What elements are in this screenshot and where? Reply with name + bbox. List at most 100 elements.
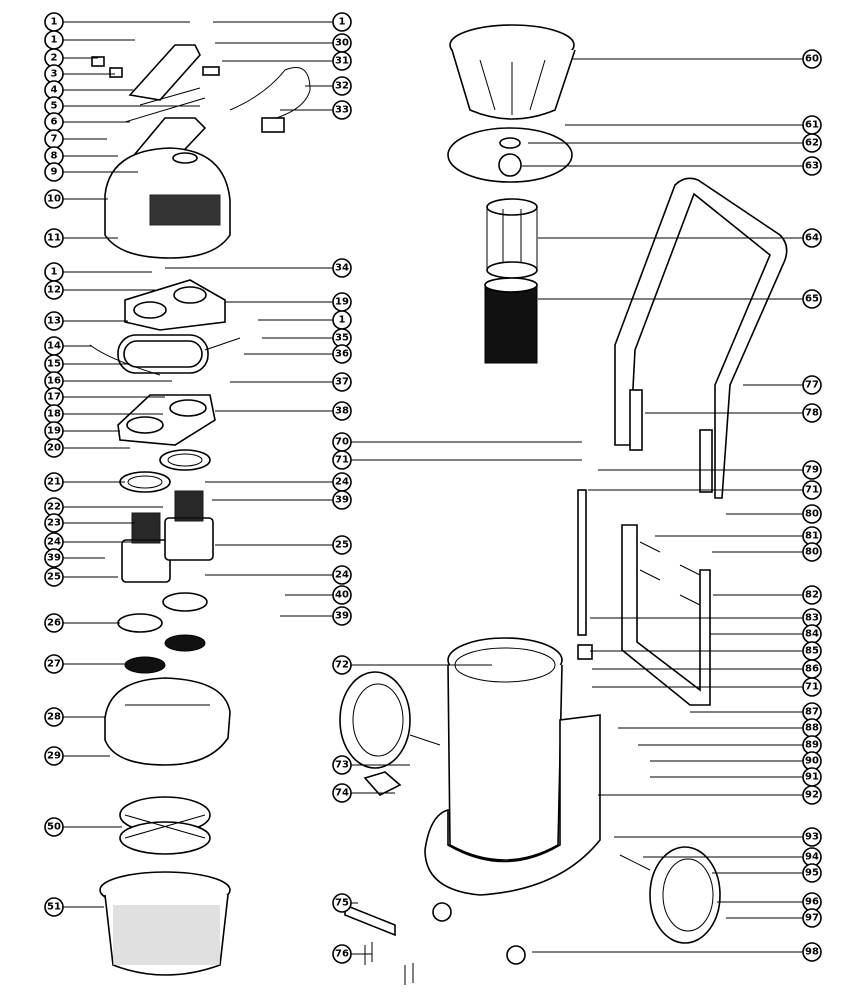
callout-15: 15 (44, 354, 128, 374)
callout-36: 36 (244, 344, 352, 364)
callout-number: 9 (51, 167, 58, 178)
filter-cage-64 (486, 198, 538, 279)
callout-number: 7 (51, 134, 58, 145)
trolley-frame (577, 489, 711, 706)
callout-number: 71 (805, 682, 819, 693)
callout-number: 39 (335, 495, 349, 506)
callout-number: 62 (805, 138, 819, 149)
callout-number: 25 (335, 540, 349, 551)
callout-number: 39 (335, 611, 349, 622)
callout-96: 96 (717, 892, 822, 912)
callout-number: 84 (805, 629, 819, 640)
callout-number: 81 (805, 531, 819, 542)
motor-gaskets (119, 449, 211, 493)
callout-25: 25 (215, 535, 352, 555)
callout-19: 19 (44, 421, 120, 441)
callout-number: 61 (805, 120, 819, 131)
callout-number: 74 (335, 788, 349, 799)
callout-number: 65 (805, 294, 819, 305)
callout-70: 70 (332, 432, 582, 452)
callout-number: 79 (805, 465, 819, 476)
callout-number: 3 (51, 69, 58, 80)
callout-number: 70 (335, 437, 349, 448)
callout-10: 10 (44, 189, 108, 209)
callout-number: 76 (335, 949, 349, 960)
callout-number: 1 (51, 17, 58, 28)
callout-number: 10 (47, 194, 61, 205)
callout-number: 89 (805, 740, 819, 751)
callout-14: 14 (44, 336, 92, 356)
callout-4: 4 (44, 80, 133, 100)
callout-number: 34 (335, 263, 349, 274)
callout-number: 24 (335, 570, 349, 581)
callout-number: 80 (805, 509, 819, 520)
filter-basket (99, 871, 231, 976)
handle-parts (91, 44, 220, 166)
float-cage (119, 796, 211, 855)
callout-39: 39 (212, 490, 352, 510)
callout-40: 40 (285, 585, 352, 605)
callout-35: 35 (262, 328, 352, 348)
callout-number: 31 (335, 56, 349, 67)
callout-number: 2 (51, 53, 58, 64)
callout-number: 85 (805, 646, 819, 657)
top-cover (104, 147, 231, 259)
motors (121, 490, 214, 583)
callout-60: 60 (572, 49, 822, 69)
callout-number: 92 (805, 790, 819, 801)
callout-number: 22 (47, 502, 61, 513)
callout-number: 18 (47, 409, 61, 420)
callout-29: 29 (44, 746, 110, 766)
callout-34: 34 (190, 258, 352, 278)
callout-75: 75 (332, 893, 358, 913)
callout-85: 85 (590, 641, 822, 661)
callout-number: 72 (335, 660, 349, 671)
callout-number: 40 (335, 590, 349, 601)
callout-1: 1 (213, 12, 352, 32)
callout-number: 4 (51, 85, 58, 96)
callout-number: 21 (47, 477, 61, 488)
callout-number: 36 (335, 349, 349, 360)
callout-80: 80 (726, 504, 822, 524)
cartridge-filter-65 (484, 277, 538, 364)
callout-27: 27 (44, 654, 128, 674)
motor-housing (104, 677, 231, 766)
callout-6: 6 (44, 112, 130, 132)
castors-and-bracket (344, 771, 526, 985)
callout-64: 64 (538, 228, 822, 248)
callout-95: 95 (712, 863, 822, 883)
callout-33: 33 (280, 100, 352, 120)
callout-38: 38 (215, 401, 352, 421)
callout-number: 63 (805, 161, 819, 172)
callout-number: 88 (805, 723, 819, 734)
callout-81: 81 (655, 526, 822, 546)
callout-31: 31 (222, 51, 352, 71)
callout-16: 16 (44, 371, 172, 391)
callout-number: 1 (51, 267, 58, 278)
callout-39: 39 (280, 606, 352, 626)
callout-number: 78 (805, 408, 819, 419)
callout-79: 79 (598, 460, 822, 480)
callout-number: 11 (47, 233, 61, 244)
callout-74: 74 (332, 783, 395, 803)
callout-26: 26 (44, 613, 120, 633)
power-cord (229, 67, 311, 133)
callout-number: 19 (335, 297, 349, 308)
callout-number: 86 (805, 664, 819, 675)
callout-number: 13 (47, 316, 61, 327)
callout-97: 97 (726, 908, 822, 928)
callout-92: 92 (598, 785, 822, 805)
callout-number: 51 (47, 902, 61, 913)
callout-98: 98 (532, 942, 822, 962)
callout-23: 23 (44, 513, 135, 533)
callouts-left: 1123456789101111213141516171819202122232… (44, 12, 200, 917)
callout-1: 1 (44, 12, 190, 32)
callout-80: 80 (712, 542, 822, 562)
callout-37: 37 (230, 372, 352, 392)
wheels (339, 671, 721, 944)
callout-30: 30 (215, 33, 352, 53)
callout-91: 91 (650, 767, 822, 787)
callout-number: 16 (47, 376, 61, 387)
callout-number: 14 (47, 341, 61, 352)
